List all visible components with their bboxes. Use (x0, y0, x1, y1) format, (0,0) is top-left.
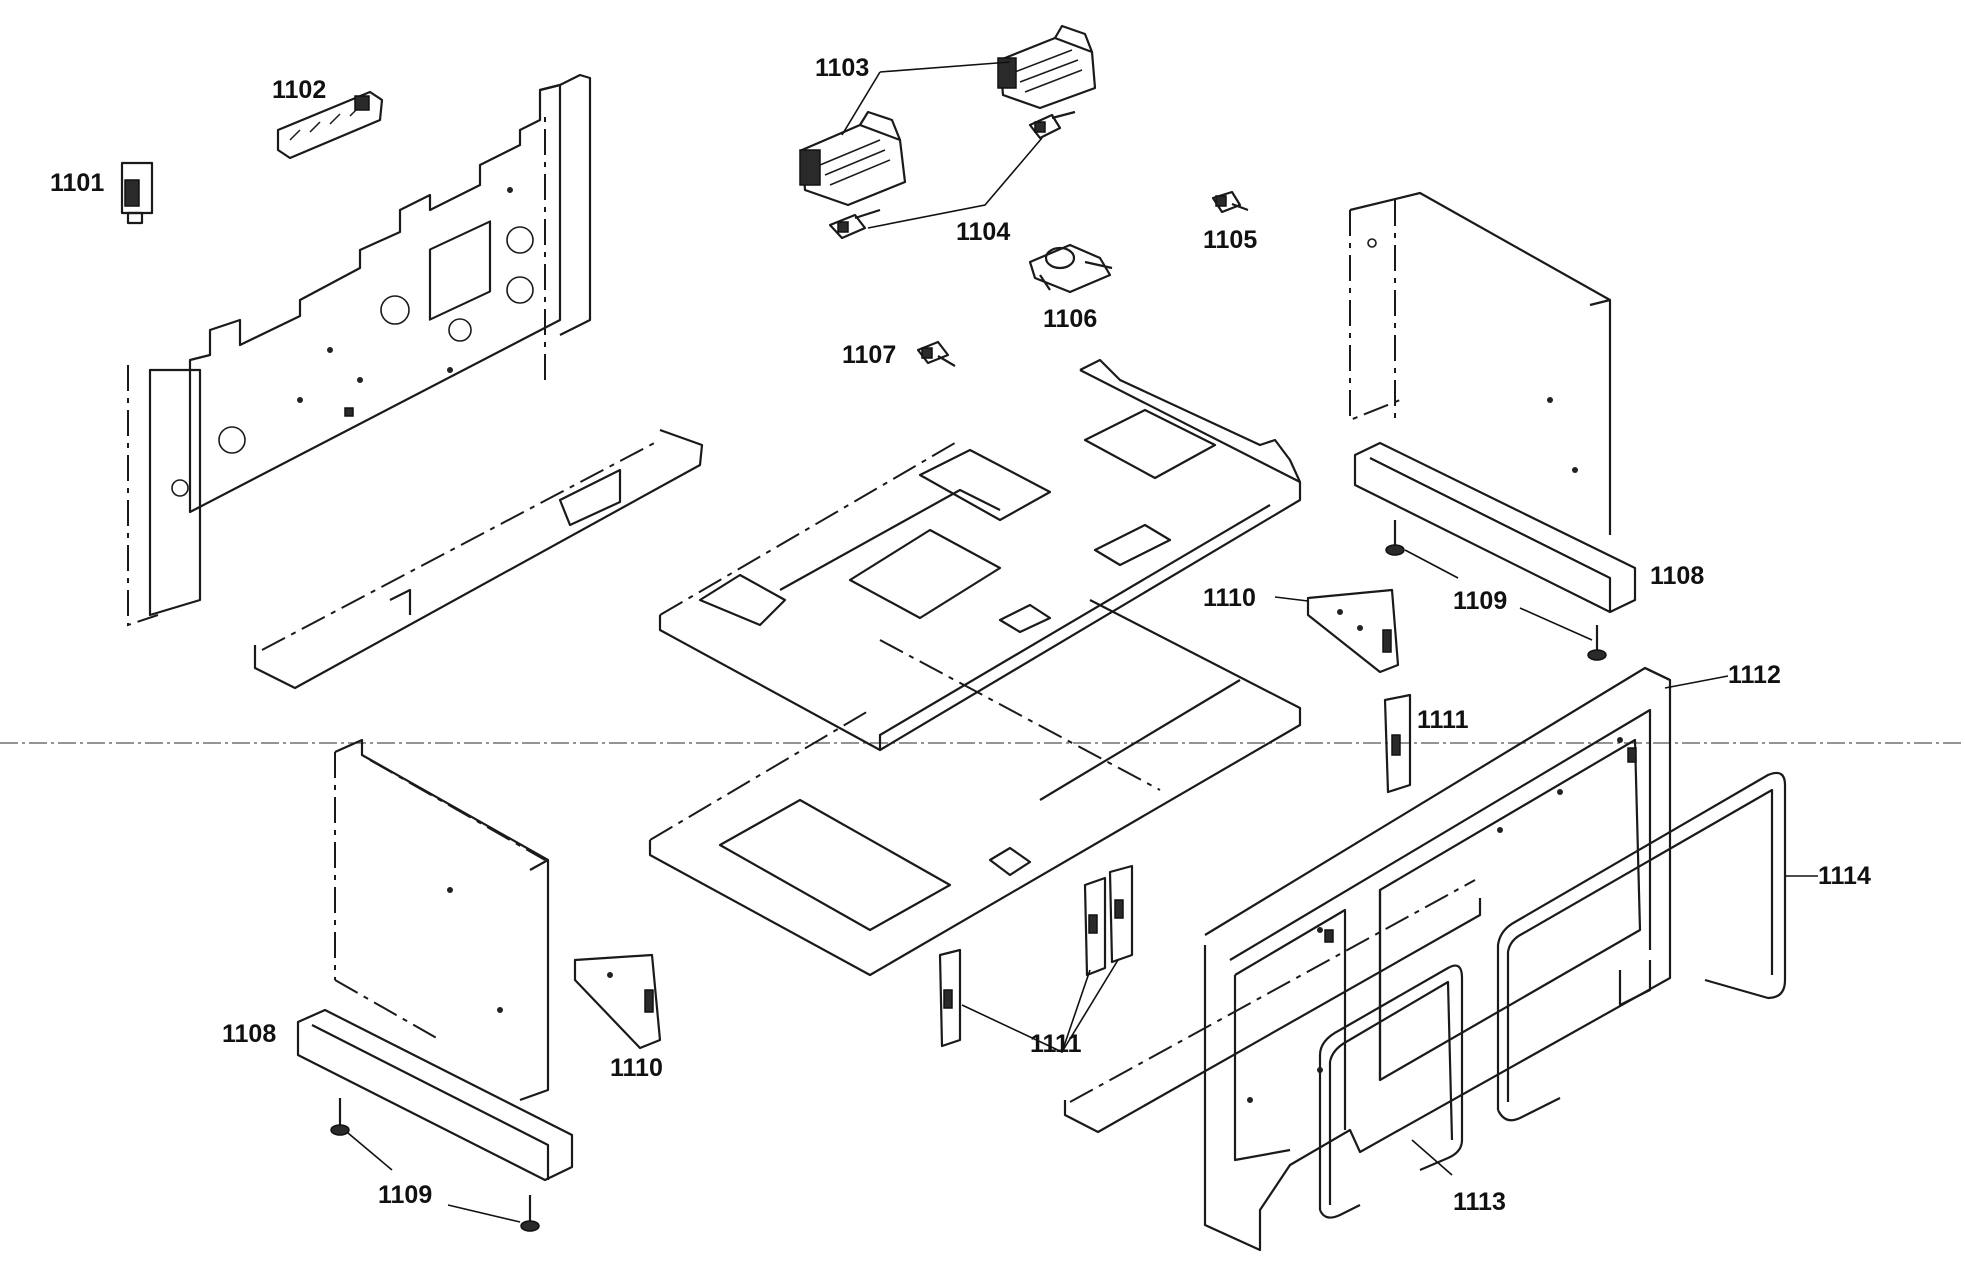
part-1104-bracket-a (1028, 110, 1076, 140)
callout-1113: 1113 (1453, 1188, 1506, 1216)
leader-1109-lower (347, 1132, 393, 1171)
part-1110-bracket-upper (1306, 588, 1400, 674)
part-1111-hinge-lower-b (1083, 876, 1107, 977)
callout-1110-upper: 1110 (1203, 584, 1256, 612)
base-pan-lower (648, 599, 1302, 977)
callout-1114: 1114 (1818, 862, 1871, 890)
leader-1112 (1664, 675, 1729, 689)
callout-1111-lower: 1111 (1030, 1030, 1082, 1058)
part-1109-foot-upper-b (1587, 625, 1607, 661)
leader-1110-upper (1274, 596, 1309, 602)
callout-1109-lower: 1109 (378, 1181, 432, 1209)
callout-1112: 1112 (1728, 661, 1781, 689)
rear-panel (127, 73, 592, 627)
part-1111-hinge-upper (1383, 693, 1412, 794)
part-1111-hinge-lower-a (938, 948, 962, 1048)
front-rail-lower (1063, 879, 1482, 1134)
leader-1104 (867, 137, 1043, 229)
leader-1103b (879, 61, 1011, 73)
right-side-panel (1349, 191, 1612, 535)
part-1102-connector-strip (276, 90, 384, 160)
part-1103-blower-motor-right (997, 24, 1097, 110)
leader-1111-lower-b (1061, 959, 1119, 1053)
callout-1108-right: 1108 (1650, 562, 1704, 590)
part-1106-thermostat (1028, 243, 1113, 294)
callout-1101: 1101 (50, 169, 104, 197)
part-1105-clip (1211, 190, 1249, 214)
callout-1105: 1105 (1203, 226, 1257, 254)
part-1108-trough-left (296, 1008, 574, 1182)
part-1110-bracket-lower (573, 953, 662, 1050)
part-1107-switch (916, 340, 956, 367)
callout-1104: 1104 (956, 218, 1010, 246)
part-1113-handle (1318, 964, 1464, 1219)
part-1104-bracket-b (828, 208, 881, 240)
callout-1107: 1107 (842, 341, 896, 369)
base-pan-upper (658, 358, 1302, 752)
part-1114-handle (1496, 771, 1787, 1122)
left-rail (253, 428, 704, 690)
leader-1113 (1411, 1139, 1453, 1176)
part-1109-foot-lower-a (330, 1098, 350, 1136)
leader-1103 (841, 71, 881, 136)
left-side-panel (334, 738, 550, 1102)
callout-1108-left: 1108 (222, 1020, 276, 1048)
callout-1110-lower: 1110 (610, 1054, 663, 1082)
part-1103-blower-motor-left (799, 110, 907, 207)
leader-1109-upper-b (1519, 607, 1593, 641)
part-1112-front-frame (1203, 666, 1672, 1252)
part-1108-trough-right (1353, 441, 1637, 614)
callout-1111-upper: 1111 (1417, 706, 1469, 734)
part-1109-foot-lower-b (520, 1195, 540, 1232)
part-1111-hinge-lower-c (1108, 864, 1134, 964)
callout-1106: 1106 (1043, 305, 1097, 333)
callout-1109-upper: 1109 (1453, 587, 1507, 615)
part-1101-switch (120, 161, 154, 225)
leader-1109-lower-b (447, 1204, 521, 1223)
part-1109-foot-upper-a (1385, 520, 1405, 556)
callout-1102: 1102 (272, 76, 326, 104)
leader-1109-upper (1404, 549, 1459, 579)
callout-1103: 1103 (815, 54, 869, 82)
